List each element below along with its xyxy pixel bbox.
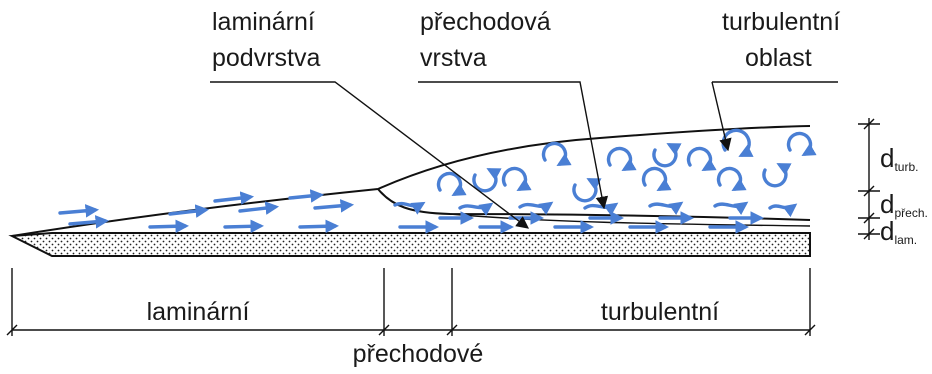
label-d-lam: dlam. xyxy=(880,216,917,247)
transition-flow-arrows xyxy=(395,204,794,208)
label-turbulent-region-2: oblast xyxy=(745,44,812,72)
thickness-dimensions xyxy=(858,118,880,240)
callout-transition-layer xyxy=(418,82,604,208)
turbulent-eddies xyxy=(439,130,811,200)
label-d-turb: dturb. xyxy=(880,143,918,174)
label-laminar-sublayer-2: podvrstva xyxy=(212,44,320,72)
label-transition-layer-1: přechodová xyxy=(420,8,551,36)
label-transition-layer-2: vrstva xyxy=(420,44,487,72)
label-turbulent-region-1: turbulentní xyxy=(722,8,840,36)
label-laminar-sublayer-1: laminární xyxy=(212,8,315,36)
zone-laminar: laminární xyxy=(147,298,250,326)
zone-transitional: přechodové xyxy=(353,340,484,368)
zone-turbulent: turbulentní xyxy=(601,298,719,326)
laminar-flow-arrows xyxy=(60,195,350,227)
sublayer-flow-arrows xyxy=(400,218,760,227)
callout-turbulent-region xyxy=(712,82,838,150)
flat-plate xyxy=(12,233,810,256)
